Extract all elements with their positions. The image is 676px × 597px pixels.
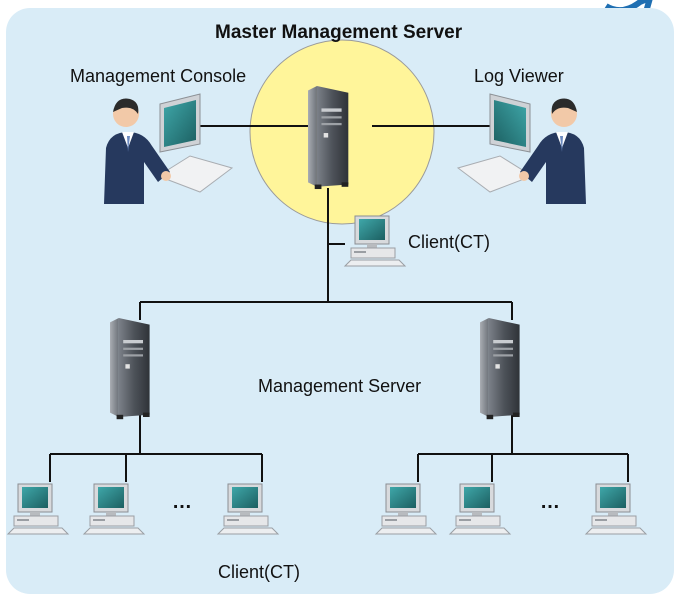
client-top-label: Client(CT) bbox=[408, 232, 490, 252]
log-viewer-label: Log Viewer bbox=[474, 66, 564, 86]
client-bottom-label: Client(CT) bbox=[218, 562, 300, 582]
master-management-server-icon bbox=[308, 86, 349, 190]
management-server-left-icon bbox=[110, 318, 150, 420]
diagram-title: Master Management Server bbox=[215, 22, 463, 43]
management-server-label: Management Server bbox=[258, 376, 421, 396]
ellipsis-right: … bbox=[540, 491, 560, 513]
management-console-label: Management Console bbox=[70, 66, 246, 86]
connection-lines bbox=[49, 125, 629, 482]
management-server-right-icon bbox=[480, 318, 520, 420]
ellipsis-left: … bbox=[172, 491, 192, 513]
